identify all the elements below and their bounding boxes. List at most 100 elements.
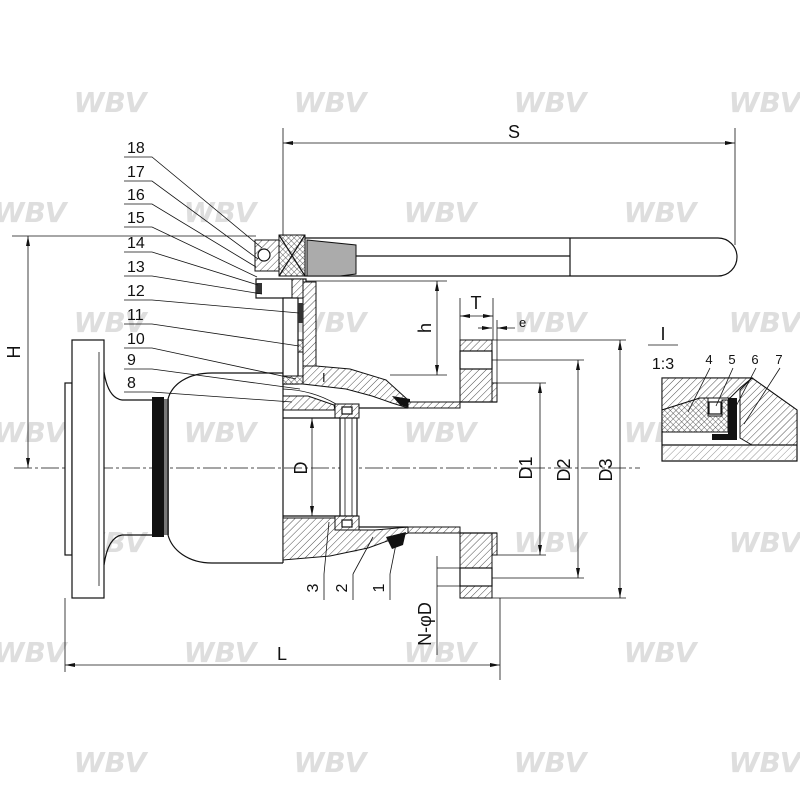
part-callout-3: 3	[305, 521, 330, 600]
watermark-logo: WBV	[0, 416, 69, 449]
detail-callout-6: 6	[732, 352, 759, 413]
watermark-logo: WBV	[729, 526, 800, 559]
left-flange-raised-face	[64, 382, 73, 556]
upper-seat-seal	[341, 406, 353, 415]
svg-text:11: 11	[127, 307, 144, 324]
lever-handle	[304, 237, 738, 277]
dimension-D2-label: D2	[554, 458, 574, 481]
dimension-D2: D2	[492, 359, 584, 579]
watermark-logo: WBV	[729, 746, 800, 779]
svg-text:4: 4	[705, 352, 712, 367]
watermark-logo: WBV	[729, 86, 800, 119]
watermark-logo: WBV	[184, 636, 259, 669]
watermark-logo: WBV	[74, 86, 149, 119]
right-flange-bottom	[459, 532, 493, 599]
stem	[282, 297, 299, 385]
stem-top-cross-b	[278, 234, 306, 277]
part-callout-15: 15	[124, 210, 258, 278]
dimensions: S H h T e	[4, 122, 736, 680]
detail-callout-7: 7	[743, 352, 783, 425]
part-callouts-bottom: 3 2 1	[305, 521, 398, 600]
svg-text:2: 2	[334, 583, 351, 592]
watermark-logo: WBV	[514, 746, 589, 779]
part-callout-12: 12	[124, 283, 300, 314]
part-callout-14: 14	[124, 235, 259, 286]
detail-o-ring	[708, 401, 722, 415]
left-exterior-view	[64, 339, 284, 599]
section-marker: I	[322, 370, 326, 385]
weld-band	[152, 397, 164, 537]
part-callout-17: 17	[124, 164, 259, 260]
svg-text:10: 10	[127, 331, 145, 348]
detail-callout-4: 4	[687, 352, 713, 413]
gland-plate-section	[291, 278, 304, 299]
left-flange-hub-fillet-top	[103, 371, 123, 401]
lower-seat-seal	[341, 519, 353, 528]
dimension-D3: D3	[492, 339, 626, 599]
bolt-hole-bottom	[459, 567, 493, 587]
weld-bottom	[386, 532, 406, 549]
gland-bolt	[256, 283, 262, 294]
detail-scale: 1:3	[652, 356, 674, 373]
watermark-logo: WBV	[514, 526, 589, 559]
part-callout-11: 11	[124, 307, 300, 347]
dimension-h-label: h	[415, 323, 435, 333]
handle-assembly	[254, 234, 738, 299]
svg-text:14: 14	[127, 235, 145, 252]
dimension-T: T	[459, 293, 494, 340]
left-flange-hub-fillet-bottom	[103, 534, 123, 566]
stem-packing	[298, 303, 303, 323]
svg-text:3: 3	[305, 583, 322, 592]
detail-body-section	[739, 377, 798, 446]
detail-callout-5: 5	[715, 352, 736, 407]
part-callout-18: 18	[124, 140, 263, 249]
dimension-bolt-holes: N-φD	[415, 556, 460, 655]
part-callout-13: 13	[124, 259, 263, 295]
section-view: I	[282, 281, 498, 599]
dimension-H-label: H	[4, 346, 24, 359]
svg-text:7: 7	[775, 352, 782, 367]
dimension-bolt-holes-label: N-φD	[415, 602, 435, 646]
svg-text:12: 12	[127, 283, 145, 300]
body-inner-contour	[282, 388, 337, 405]
watermark-logo: WBV	[74, 746, 149, 779]
dimension-S-label: S	[508, 122, 520, 142]
watermark-logo: WBV	[294, 86, 369, 119]
svg-text:13: 13	[127, 259, 145, 276]
dimension-D3-label: D3	[596, 458, 616, 481]
watermark-logo: WBV	[624, 636, 699, 669]
part-callout-2: 2	[334, 536, 374, 600]
right-pipe-wall-bottom	[407, 526, 461, 534]
watermark-logo: WBV	[404, 416, 479, 449]
weld-top	[392, 396, 410, 408]
lever-socket	[306, 239, 357, 277]
svg-text:16: 16	[127, 187, 145, 204]
dimension-S: S	[282, 122, 736, 245]
watermark-logo: WBV	[0, 196, 69, 229]
upper-seat-housing	[282, 395, 336, 411]
detail-ball	[663, 446, 796, 460]
part-callout-8: 8	[124, 375, 293, 403]
detail-title: I	[660, 324, 665, 344]
watermark-logo: WBV	[404, 196, 479, 229]
watermark-logo: WBV	[184, 416, 259, 449]
watermark-logo: WBV	[74, 306, 149, 339]
bolt-hole-top	[459, 350, 493, 370]
part-callout-1: 1	[371, 538, 398, 600]
part-callout-16: 16	[124, 187, 257, 268]
part-callouts-left: 18 17 16 15 14 13 12 11	[124, 140, 301, 403]
svg-text:1: 1	[371, 583, 388, 592]
watermark-logo: WBV	[294, 746, 369, 779]
watermark-logo: WBV	[0, 636, 69, 669]
watermark-logo: WBV	[624, 196, 699, 229]
svg-text:6: 6	[751, 352, 758, 367]
watermark-logo: WBV	[514, 86, 589, 119]
dimension-D1: D1	[497, 382, 546, 556]
neck-wall	[302, 281, 317, 367]
right-pipe-wall-top	[407, 401, 461, 409]
svg-text:15: 15	[127, 210, 145, 227]
svg-text:9: 9	[127, 352, 136, 369]
detail-view: I 1:3 4 5 6 7	[648, 324, 798, 462]
raised-face-top	[491, 382, 498, 403]
